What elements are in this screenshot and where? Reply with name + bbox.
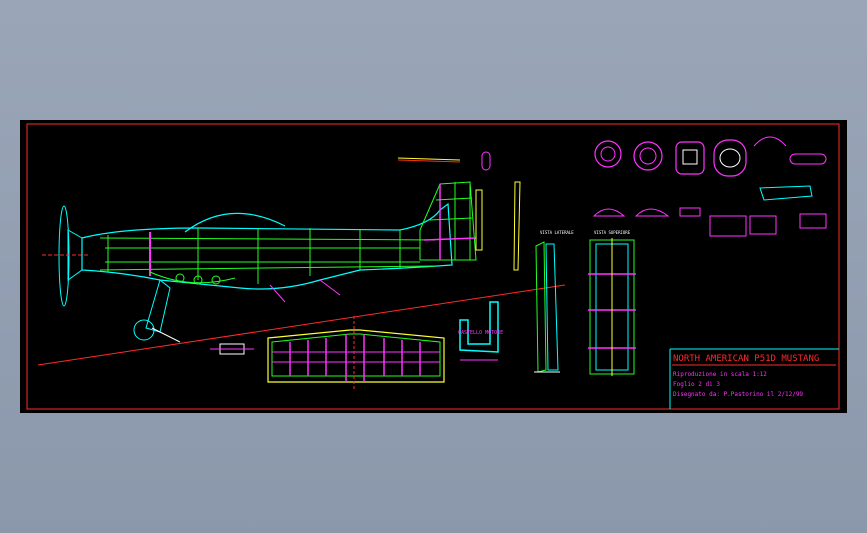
drawing-title: NORTH AMERICAN P51D MUSTANG: [673, 354, 819, 364]
engine-mount-section: CASTELLO MOTORE: [458, 301, 503, 361]
drawing-sheet: CASTELLO MOTORE VISTA LATERALE VISTA SUP…: [20, 120, 847, 413]
wing-top-view: [267, 316, 445, 390]
fuselage-top-section: VISTA SUPERIORE: [588, 230, 636, 376]
author-line: Disegnato da: P.Pastorino il 2/12/99: [673, 391, 803, 398]
scale-line: Riproduzione in scala 1:12: [673, 371, 767, 378]
view-side-label: VISTA LATERALE: [540, 230, 574, 235]
cad-drawing: CASTELLO MOTORE VISTA LATERALE VISTA SUP…: [26, 123, 840, 410]
formers-parts: [592, 136, 827, 237]
small-part: [210, 343, 254, 355]
section-label: CASTELLO MOTORE: [458, 330, 503, 336]
view-top-label: VISTA SUPERIORE: [594, 230, 631, 235]
sheet-line: Foglio 2 di 3: [673, 381, 720, 388]
vertical-fin: [419, 181, 483, 261]
fuselage-side-section: VISTA LATERALE: [534, 230, 574, 373]
rib-strips: [397, 151, 521, 271]
sheet-border: [26, 123, 840, 410]
title-block: NORTH AMERICAN P51D MUSTANG Riproduzione…: [669, 348, 839, 409]
reference-line: [37, 284, 566, 366]
fuselage-side-view: [42, 202, 453, 343]
